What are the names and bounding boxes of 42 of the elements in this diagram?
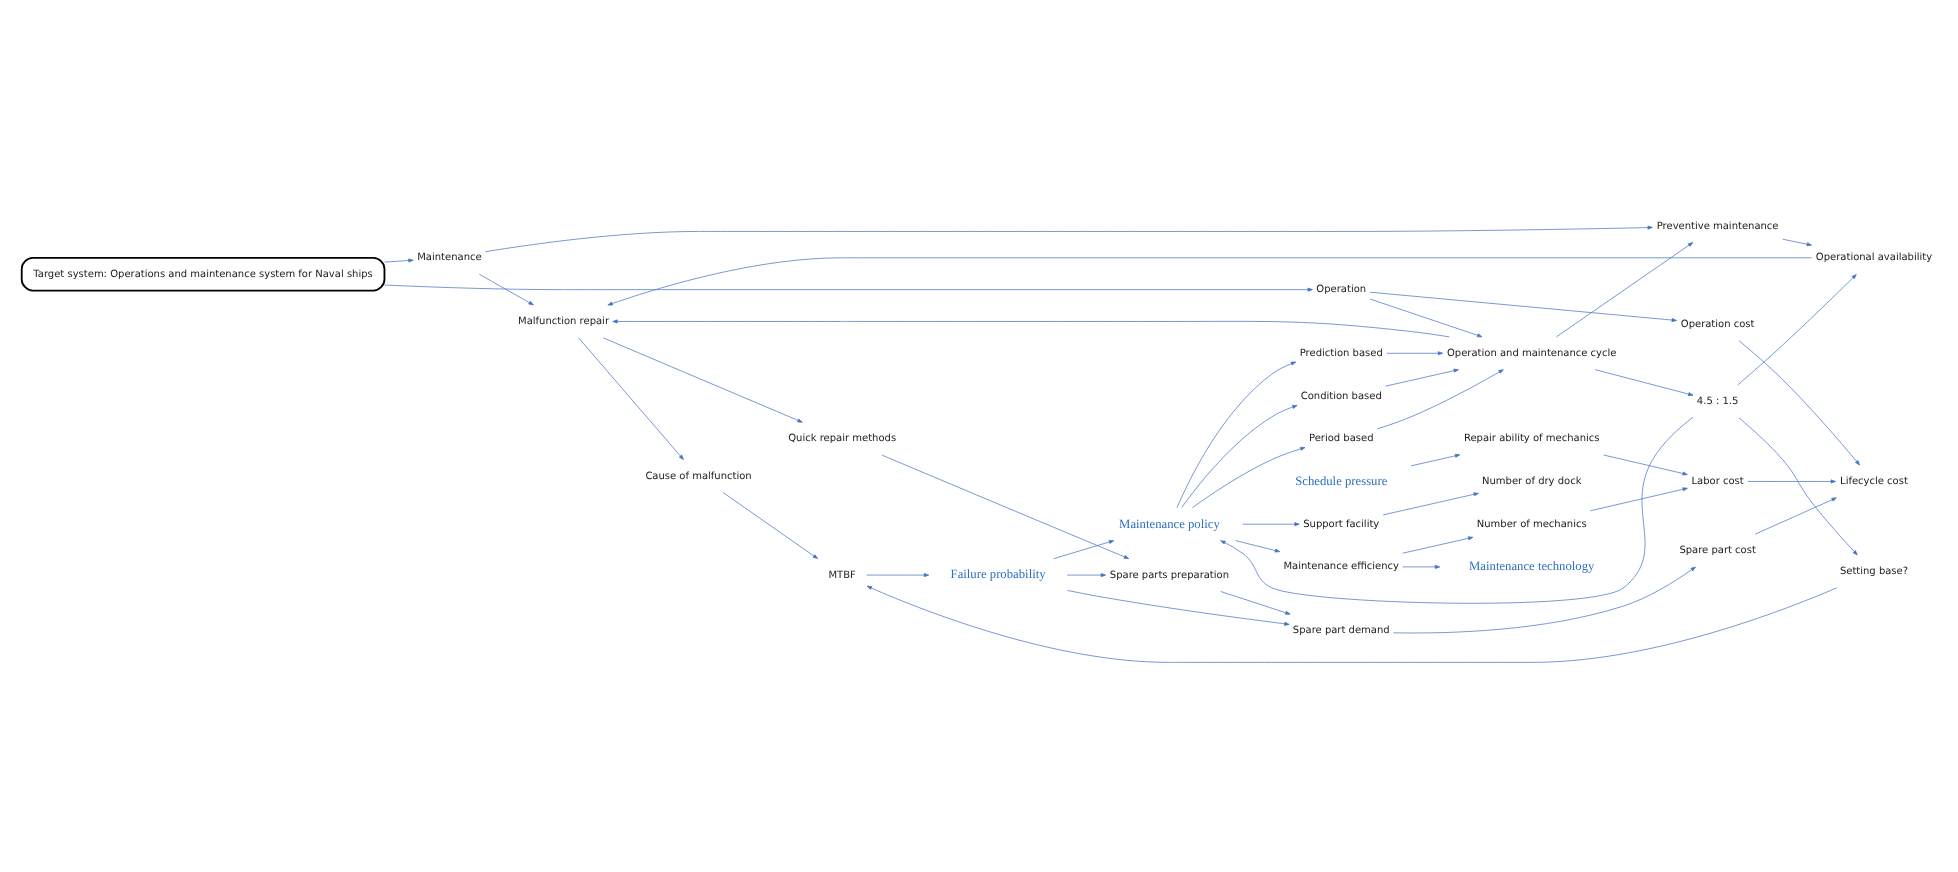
arrow — [384, 258, 414, 263]
arrow — [1392, 566, 1696, 634]
arrow — [1181, 405, 1298, 508]
arrow — [1603, 454, 1688, 476]
arrow — [1191, 446, 1306, 509]
arrow — [1053, 540, 1115, 560]
arrow — [1176, 361, 1297, 509]
arrow — [1242, 522, 1300, 527]
arrow — [1220, 591, 1291, 615]
arrow — [485, 225, 1653, 253]
arrow — [1382, 492, 1479, 516]
arrow — [607, 257, 1812, 306]
arrow — [1385, 368, 1459, 387]
arrow — [1067, 590, 1290, 626]
arrow — [1369, 291, 1677, 322]
arrow — [1747, 479, 1836, 484]
arrow — [881, 454, 1130, 559]
arrow — [1594, 369, 1694, 396]
arrow — [384, 284, 1313, 292]
arrow — [1738, 417, 1858, 556]
arrow — [1235, 540, 1281, 553]
arrow — [1738, 340, 1860, 466]
arrow — [1590, 487, 1688, 512]
arrow — [602, 337, 803, 423]
arrow — [722, 492, 819, 559]
arrow — [578, 337, 684, 460]
arrow — [478, 273, 534, 306]
arrow — [1220, 417, 1694, 604]
arrow — [1782, 238, 1812, 247]
arrow — [1754, 497, 1837, 535]
arrow — [1737, 274, 1857, 386]
arrow — [866, 573, 930, 578]
arrow — [1066, 573, 1107, 578]
arrow — [1386, 351, 1444, 356]
arrow — [866, 585, 1838, 663]
arrow — [612, 319, 1450, 338]
arrow — [1376, 369, 1504, 430]
arrow — [1402, 564, 1441, 569]
arrow — [1402, 536, 1474, 554]
arrow — [1369, 298, 1483, 338]
arrow — [1555, 242, 1694, 338]
arrow — [1410, 453, 1461, 467]
